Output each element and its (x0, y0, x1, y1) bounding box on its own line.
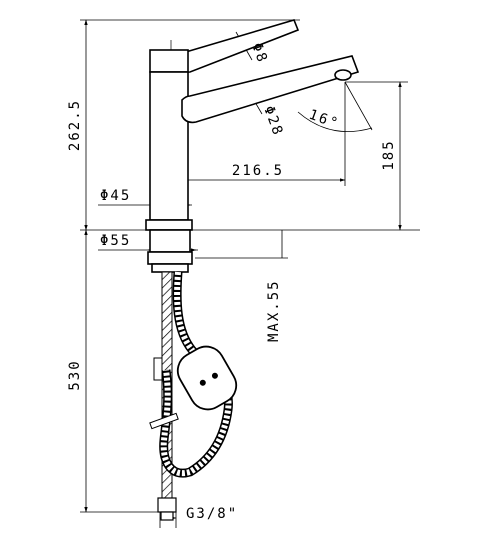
supply-hoses (149, 271, 238, 521)
spout-angle-label: 16° (307, 107, 342, 133)
hose-length-label: 530 (67, 359, 83, 390)
overall-height-label: 262.5 (67, 99, 83, 151)
body-diameter-label: Φ45 (100, 188, 131, 204)
lever-diameter-label: Φ8 (248, 41, 270, 66)
spout-diameter-label: Φ28 (260, 104, 286, 139)
spout-height-label: 185 (381, 139, 397, 170)
thread-label: G3/8" (186, 506, 238, 522)
reach-label: 216.5 (232, 163, 284, 179)
base-diameter-label: Φ55 (100, 233, 131, 249)
max-thickness-label: MAX.55 (266, 279, 282, 342)
faucet-body (145, 19, 360, 273)
